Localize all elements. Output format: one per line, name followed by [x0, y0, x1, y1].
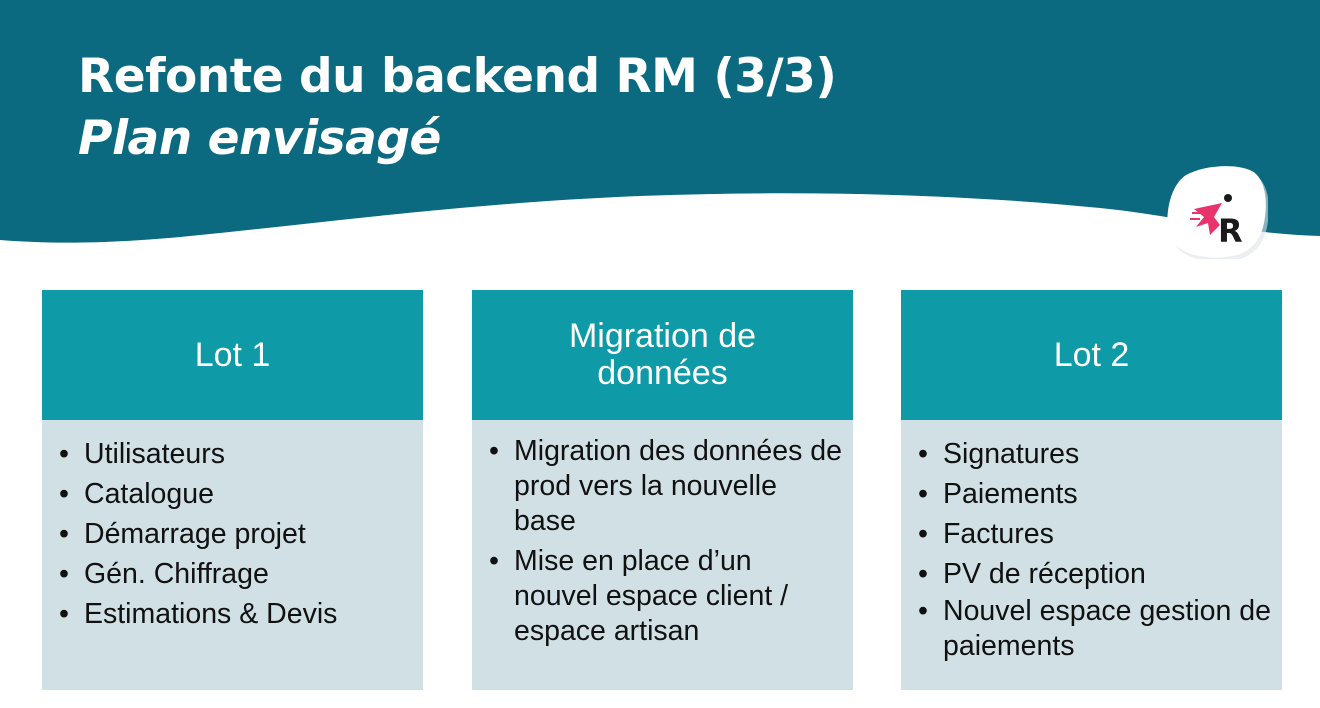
- card-body: Migration des données de prod vers la no…: [472, 420, 853, 690]
- card-body: Signatures Paiements Factures PV de réce…: [901, 420, 1282, 690]
- bullet-list: Utilisateurs Catalogue Démarrage projet …: [59, 434, 413, 634]
- bullet-list: Signatures Paiements Factures PV de réce…: [918, 434, 1272, 664]
- list-item: Utilisateurs: [59, 434, 413, 474]
- card-heading-text: Lot 2: [1053, 335, 1130, 374]
- list-item: PV de réception: [918, 554, 1272, 594]
- list-item: Paiements: [918, 474, 1272, 514]
- card-heading-text: Lot 1: [194, 335, 271, 374]
- card-heading: Migration de données: [472, 290, 853, 420]
- list-item: Estimations & Devis: [59, 594, 413, 634]
- card-heading: Lot 2: [901, 290, 1282, 420]
- list-item: Migration des données de prod vers la no…: [489, 434, 843, 539]
- list-item: Mise en place d’un nouvel espace client …: [489, 544, 843, 649]
- subtitle-text: Plan envisagé: [78, 111, 441, 166]
- title-text: Refonte du backend RM (3/3): [78, 49, 837, 104]
- card-heading: Lot 1: [42, 290, 423, 420]
- svg-text:R: R: [1218, 212, 1243, 250]
- card-lot-2: Lot 2 Signatures Paiements Factures PV d…: [901, 290, 1282, 690]
- list-item: Factures: [918, 514, 1272, 554]
- card-lot-1: Lot 1 Utilisateurs Catalogue Démarrage p…: [42, 290, 423, 690]
- header-wave-background: [0, 0, 1320, 243]
- card-heading-text: Migration de données: [568, 317, 757, 392]
- list-item: Démarrage projet: [59, 514, 413, 554]
- card-migration: Migration de données Migration des donné…: [472, 290, 853, 690]
- list-item: Nouvel espace gestion de paiements: [918, 594, 1272, 664]
- list-item: Gén. Chiffrage: [59, 554, 413, 594]
- person-with-cape-logo-icon: R: [1167, 166, 1269, 262]
- slide-title: Refonte du backend RM (3/3) Plan envisag…: [78, 46, 837, 170]
- list-item: Catalogue: [59, 474, 413, 514]
- list-item: Signatures: [918, 434, 1272, 474]
- bullet-list: Migration des données de prod vers la no…: [489, 434, 843, 654]
- header-band: [0, 0, 1320, 300]
- company-logo: R: [1164, 163, 1269, 262]
- card-body: Utilisateurs Catalogue Démarrage projet …: [42, 420, 423, 690]
